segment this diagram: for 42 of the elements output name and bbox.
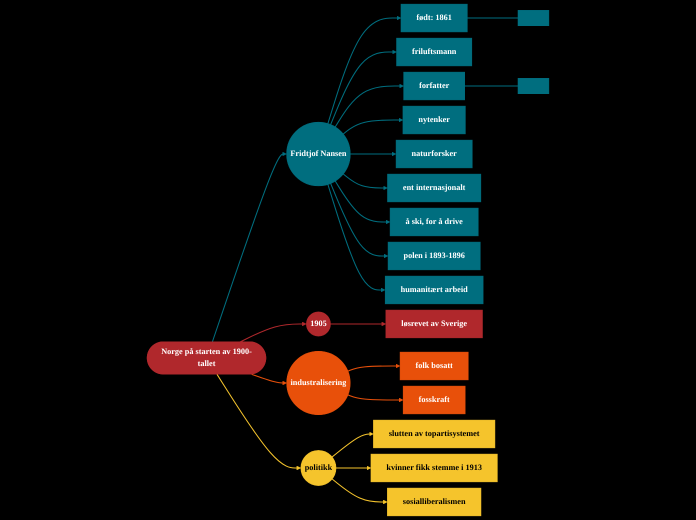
arrow bbox=[348, 364, 400, 372]
node-box: naturforsker bbox=[396, 140, 473, 168]
node-circle: Fridtjof Nansen bbox=[286, 122, 351, 186]
node-box: løsrevet av Sverige bbox=[386, 310, 483, 338]
node-box: slutten av topartisystemet bbox=[373, 420, 496, 448]
node-box: polen i 1893-1896 bbox=[388, 242, 481, 270]
node-circle: politikk bbox=[300, 450, 336, 486]
node-box bbox=[518, 78, 550, 94]
arrow bbox=[330, 183, 388, 258]
node-box: ent internasjonalt bbox=[387, 174, 482, 202]
arrow bbox=[334, 180, 390, 224]
node-box: sosialliberalismen bbox=[387, 488, 482, 516]
node-box: kvinner fikk stemme i 1913 bbox=[370, 454, 498, 482]
node-box: folk bosatt bbox=[400, 352, 469, 380]
arrow bbox=[342, 174, 388, 190]
arrow bbox=[327, 16, 402, 124]
connector bbox=[464, 86, 518, 87]
arrow bbox=[336, 466, 372, 470]
connector bbox=[467, 18, 518, 19]
arrow bbox=[334, 84, 404, 128]
arrow bbox=[332, 432, 374, 458]
node-box bbox=[518, 10, 550, 26]
node-box: nytenker bbox=[402, 106, 466, 134]
node-circle: 1905 bbox=[306, 312, 331, 336]
node-box: å ski, for å drive bbox=[390, 208, 479, 236]
node-box: født: 1861 bbox=[400, 4, 468, 32]
arrow bbox=[332, 478, 388, 504]
arrow bbox=[330, 322, 386, 326]
arrow bbox=[330, 50, 397, 125]
arrow bbox=[240, 322, 307, 342]
node-box: friluftsmann bbox=[396, 38, 472, 66]
arrow bbox=[348, 394, 404, 402]
arrow bbox=[350, 152, 396, 156]
arrow bbox=[327, 184, 386, 292]
arrow bbox=[252, 374, 287, 386]
arrow bbox=[212, 152, 287, 342]
arrow bbox=[216, 374, 302, 470]
node-box: humanitært arbeid bbox=[384, 276, 484, 304]
arrow bbox=[342, 118, 404, 134]
node-box: fosskraft bbox=[402, 386, 466, 414]
node-circle: industralisering bbox=[286, 350, 350, 416]
node-box: forfatter bbox=[403, 72, 465, 100]
